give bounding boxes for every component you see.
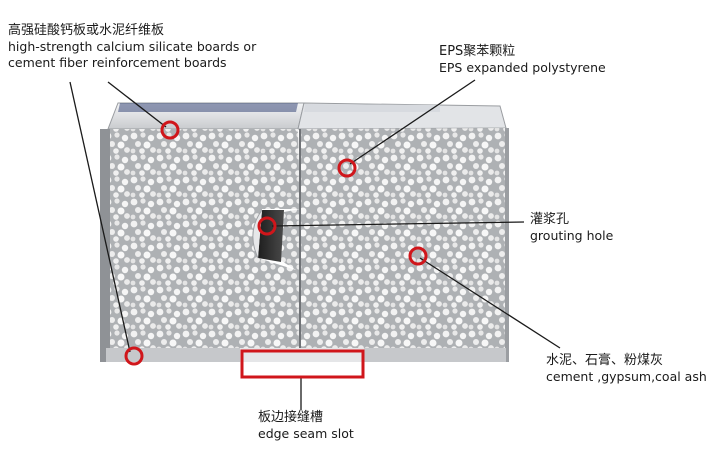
label-slot-en: edge seam slot bbox=[258, 426, 354, 442]
label-boards-en-line2: cement fiber reinforcement boards bbox=[8, 55, 256, 71]
right-panel bbox=[280, 128, 509, 362]
label-eps-en: EPS expanded polystyrene bbox=[439, 60, 606, 76]
label-cement-mix: 水泥、石膏、粉煤灰 cement ,gypsum,coal ash bbox=[546, 352, 707, 385]
label-mix-zh: 水泥、石膏、粉煤灰 bbox=[546, 352, 707, 369]
label-eps-zh: EPS聚苯颗粒 bbox=[439, 43, 606, 60]
label-boards: 高强硅酸钙板或水泥纤维板 high-strength calcium silic… bbox=[8, 22, 256, 71]
label-hole-en: grouting hole bbox=[530, 228, 613, 244]
label-mix-en: cement ,gypsum,coal ash bbox=[546, 369, 707, 385]
label-grouting-hole: 灌浆孔 grouting hole bbox=[530, 211, 613, 244]
label-hole-zh: 灌浆孔 bbox=[530, 211, 613, 228]
label-boards-en-line1: high-strength calcium silicate boards or bbox=[8, 39, 256, 55]
label-eps: EPS聚苯颗粒 EPS expanded polystyrene bbox=[439, 43, 606, 76]
label-edge-seam-slot: 板边接缝槽 edge seam slot bbox=[258, 409, 354, 442]
label-slot-zh: 板边接缝槽 bbox=[258, 409, 354, 426]
panel-top-face bbox=[108, 103, 506, 129]
label-boards-zh: 高强硅酸钙板或水泥纤维板 bbox=[8, 22, 256, 39]
